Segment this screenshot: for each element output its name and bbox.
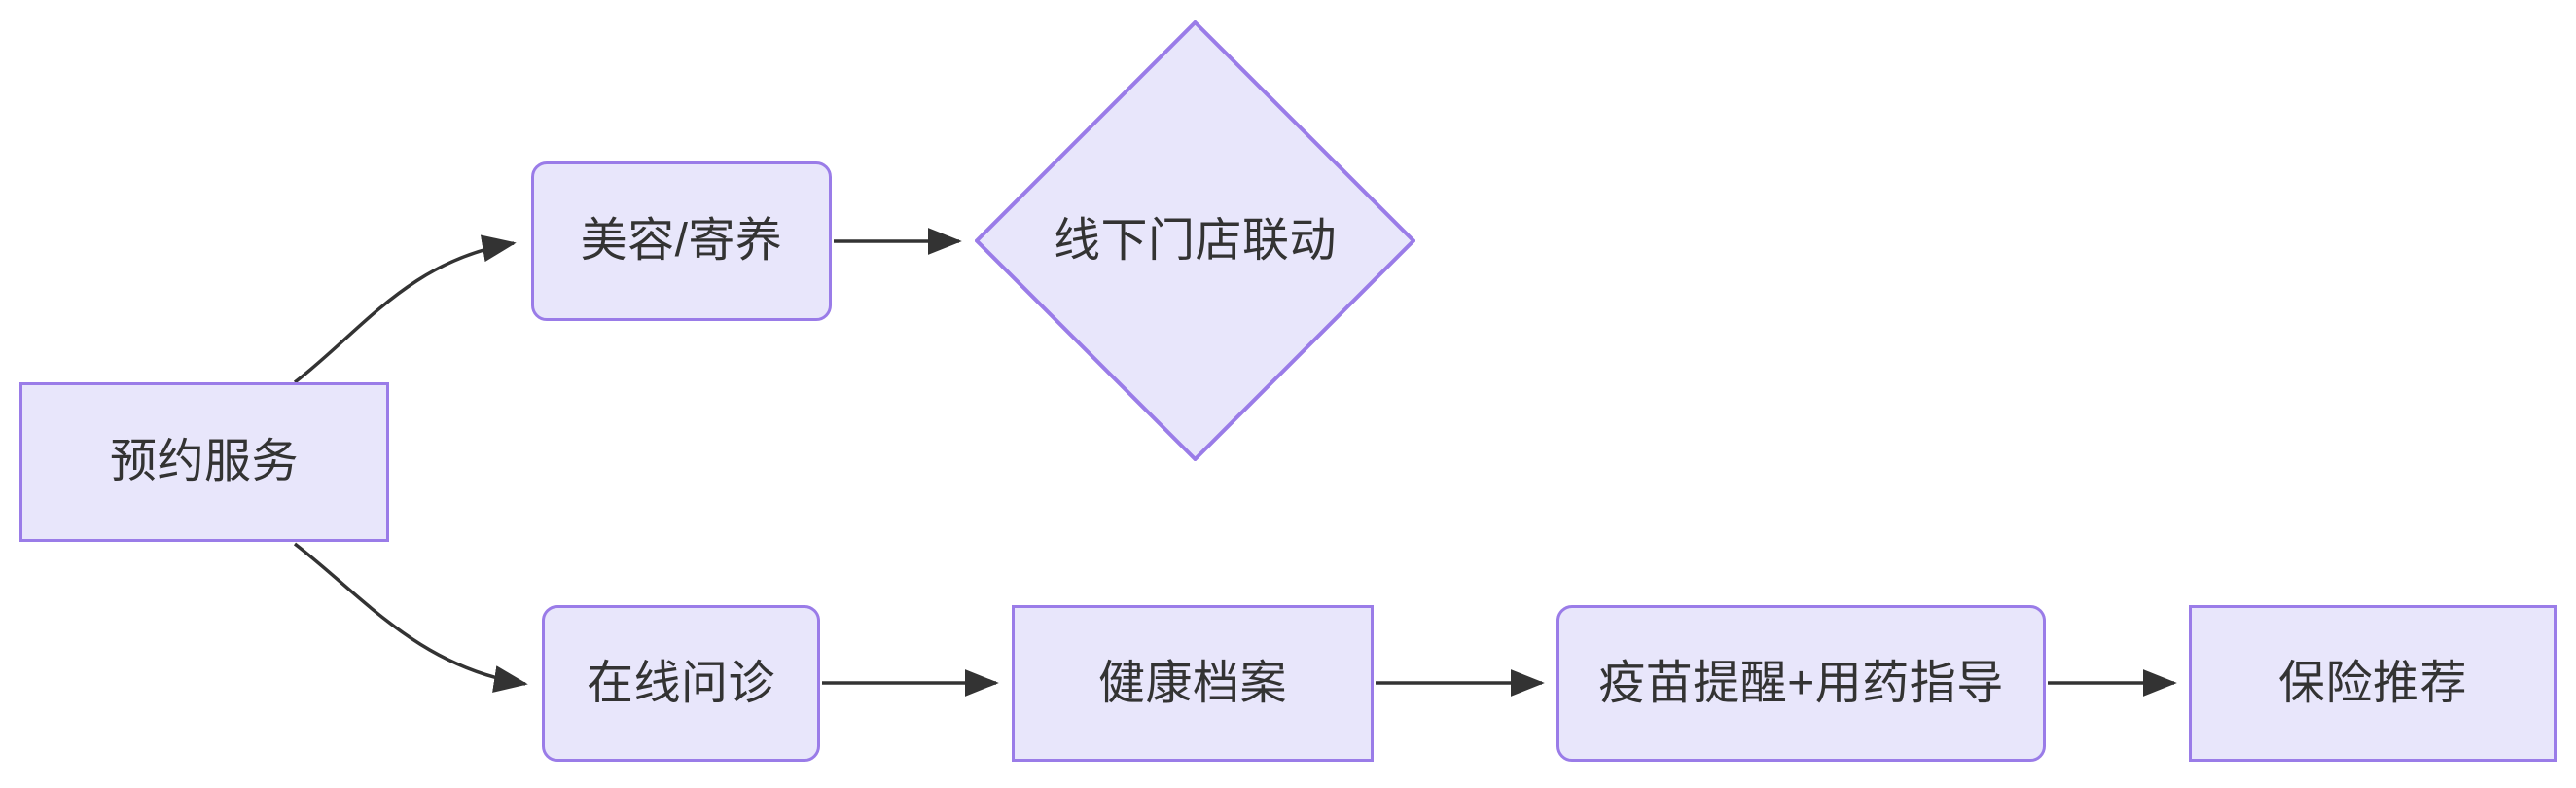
node-health-record-label: 健康档案 bbox=[1097, 657, 1287, 709]
node-online-consult[interactable]: 在线问诊 bbox=[542, 605, 820, 762]
node-online-consult-label: 在线问诊 bbox=[586, 657, 775, 709]
node-booking[interactable]: 预约服务 bbox=[19, 382, 389, 542]
node-vaccine-med-label: 疫苗提醒+用药指导 bbox=[1598, 657, 2004, 709]
node-vaccine-med[interactable]: 疫苗提醒+用药指导 bbox=[1556, 605, 2046, 762]
node-health-record[interactable]: 健康档案 bbox=[1012, 605, 1374, 762]
diamond-shape bbox=[975, 20, 1415, 461]
node-offline-store[interactable]: 线下门店联动 bbox=[975, 20, 1415, 461]
edge-booking-to-online-consult bbox=[293, 542, 528, 693]
edge-booking-to-grooming bbox=[293, 234, 517, 384]
node-booking-label: 预约服务 bbox=[109, 436, 299, 488]
node-offline-store-label: 线下门店联动 bbox=[1053, 214, 1337, 267]
node-grooming-label: 美容/寄养 bbox=[580, 215, 783, 268]
node-insurance-label: 保险推荐 bbox=[2277, 657, 2467, 709]
node-grooming[interactable]: 美容/寄养 bbox=[531, 161, 832, 321]
node-insurance[interactable]: 保险推荐 bbox=[2189, 605, 2557, 762]
